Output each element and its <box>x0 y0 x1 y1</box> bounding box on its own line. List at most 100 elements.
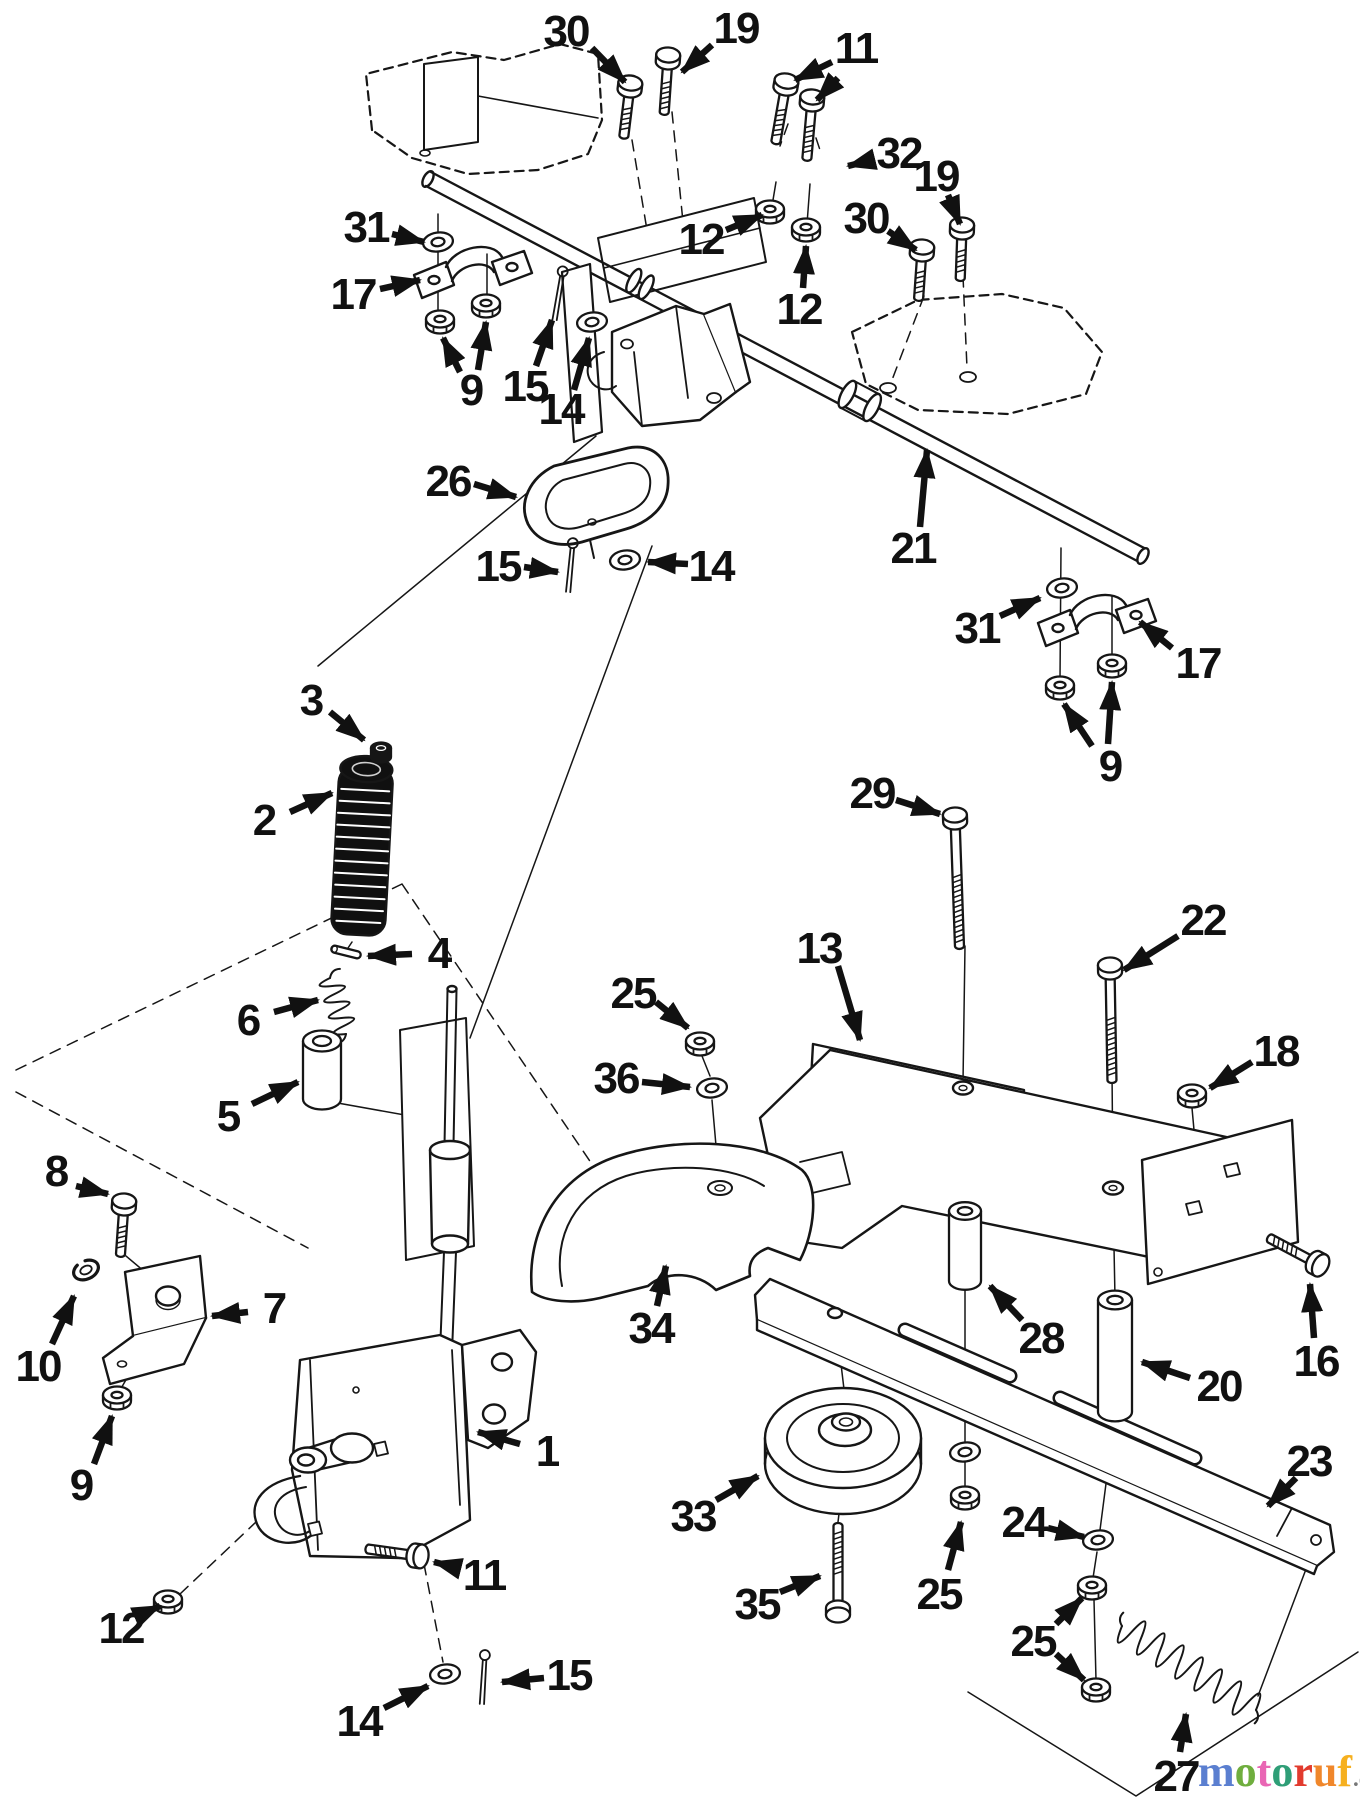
part-29-bolt <box>941 806 969 951</box>
callout-10: 10 <box>16 1294 77 1391</box>
deck-plate-right <box>850 292 1104 416</box>
callout-11: 11 <box>793 24 881 103</box>
part-31-washer <box>1045 577 1079 599</box>
part-14-washer <box>428 1663 462 1685</box>
part-number-7: 7 <box>263 1284 286 1333</box>
callout-30: 30 <box>844 194 918 253</box>
part-25-nut <box>684 1031 716 1057</box>
lift-lever-bracket <box>253 1328 538 1560</box>
part-number-5: 5 <box>217 1092 241 1141</box>
part-27-spring <box>1116 1611 1262 1725</box>
part-12-nut <box>790 217 822 243</box>
part-11-bolt <box>770 72 800 146</box>
hardware-layer <box>72 46 1331 1725</box>
callout-7: 7 <box>210 1284 288 1333</box>
part-number-28: 28 <box>1019 1314 1065 1363</box>
part-number-6: 6 <box>237 996 260 1045</box>
part-30-bolt <box>616 74 644 140</box>
part-number-9: 9 <box>70 1461 93 1510</box>
part-number-11: 11 <box>835 24 879 73</box>
watermark-suffix: .de <box>1352 1766 1360 1791</box>
part-9-nut <box>1096 653 1128 679</box>
belt-guard-shield <box>529 1142 815 1303</box>
callout-36: 36 <box>594 1054 692 1103</box>
part-number-31: 31 <box>955 604 1001 653</box>
part-number-36: 36 <box>594 1054 639 1103</box>
idler-arm-bar <box>753 1277 1336 1576</box>
callout-9: 9 <box>70 1414 116 1510</box>
callout-15: 15 <box>503 318 556 411</box>
part-number-15: 15 <box>547 1651 593 1700</box>
callout-14: 14 <box>539 336 593 434</box>
callout-13: 13 <box>797 924 864 1042</box>
watermark-letter: o <box>1234 1747 1257 1796</box>
callout-19: 19 <box>679 4 761 75</box>
callout-12: 12 <box>777 244 824 334</box>
part-number-20: 20 <box>1197 1362 1242 1411</box>
part-28-spacer <box>947 1201 983 1291</box>
part-24-washer <box>1081 1529 1115 1551</box>
part-number-14: 14 <box>337 1697 384 1746</box>
part-14-washer <box>575 311 609 333</box>
callout-17: 17 <box>331 270 422 319</box>
callout-20: 20 <box>1140 1358 1244 1411</box>
deck-plate-top-left <box>364 42 604 176</box>
part-number-1: 1 <box>536 1427 560 1476</box>
anchor-bracket <box>101 1254 208 1386</box>
watermark-letter: m <box>1198 1747 1235 1796</box>
part-number-4: 4 <box>428 929 453 978</box>
part-4-pin <box>330 944 362 960</box>
part-number-32: 32 <box>877 129 922 178</box>
lift-knob-grip <box>330 754 394 937</box>
part-9-nut <box>424 309 456 335</box>
callout-29: 29 <box>850 769 942 818</box>
callout-1: 1 <box>476 1427 562 1476</box>
callout-15: 15 <box>476 542 560 591</box>
part-number-19: 19 <box>714 4 759 53</box>
callout-2: 2 <box>253 790 334 845</box>
leader-lines <box>118 181 1359 1797</box>
part-number-27: 27 <box>1154 1752 1199 1800</box>
part-25-nut <box>949 1485 981 1511</box>
callout-14: 14 <box>337 1683 430 1746</box>
part-number-29: 29 <box>850 769 895 818</box>
callout-19: 19 <box>914 152 964 226</box>
part-number-10: 10 <box>16 1342 61 1391</box>
callout-23: 23 <box>1265 1437 1334 1509</box>
callout-27: 27 <box>1154 1712 1201 1800</box>
part-18-nut <box>1176 1083 1208 1109</box>
part-number-14: 14 <box>689 542 736 591</box>
part-number-26: 26 <box>426 457 471 506</box>
part-number-21: 21 <box>891 524 937 573</box>
part-16-bolt <box>1265 1233 1331 1278</box>
part-24-washer <box>948 1441 982 1463</box>
callout-25: 25 <box>917 1520 965 1619</box>
part-number-34: 34 <box>629 1304 676 1353</box>
callout-3: 3 <box>300 676 367 743</box>
callout-21: 21 <box>891 448 939 573</box>
part-number-13: 13 <box>797 924 842 973</box>
lift-hook <box>523 445 670 559</box>
part-12-nut <box>754 199 786 225</box>
part-number-16: 16 <box>1294 1337 1339 1386</box>
shaft-clamp-right <box>1036 593 1158 648</box>
part-number-12: 12 <box>777 285 822 334</box>
callout-14: 14 <box>646 542 738 591</box>
watermark-letter: r <box>1293 1747 1313 1796</box>
callout-5: 5 <box>217 1079 300 1141</box>
part-number-15: 15 <box>503 362 549 411</box>
part-number-31: 31 <box>344 203 390 252</box>
part-number-12: 12 <box>679 215 724 264</box>
callout-9: 9 <box>440 320 493 415</box>
lift-shaft-rod <box>421 169 1150 566</box>
part-number-14: 14 <box>539 385 586 434</box>
part-number-8: 8 <box>45 1147 69 1196</box>
part-15-cotter <box>478 1649 491 1706</box>
callout-31: 31 <box>955 595 1042 653</box>
callout-15: 15 <box>500 1651 595 1700</box>
part-number-17: 17 <box>331 270 376 319</box>
part-number-11: 11 <box>463 1551 507 1600</box>
